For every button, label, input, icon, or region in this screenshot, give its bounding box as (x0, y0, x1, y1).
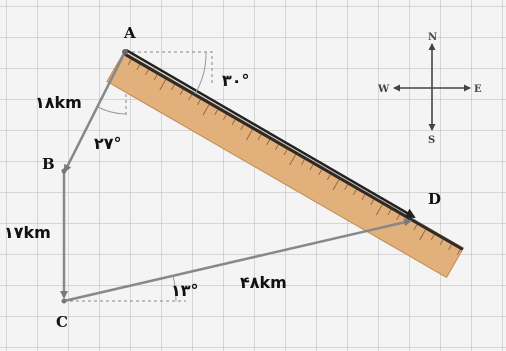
ruler-tick (326, 174, 331, 180)
ruler-tick (188, 94, 193, 100)
ruler-tick (275, 144, 279, 150)
segment-cd (63, 218, 412, 303)
ruler (106, 51, 465, 279)
ruler-tick (387, 209, 392, 215)
ruler-tick (318, 169, 323, 175)
ruler-tick (344, 184, 349, 190)
label-distance-cd: ۴۸km (240, 273, 287, 292)
ruler-tick (202, 104, 210, 116)
ruler-edge (122, 51, 464, 251)
ruler-tick (136, 64, 141, 70)
ruler-tick (419, 229, 426, 241)
ruler-tick (396, 214, 400, 220)
ruler-tick (257, 134, 262, 140)
ruler-tick (430, 234, 435, 240)
ruler-tick (197, 99, 201, 105)
ruler-tick (301, 159, 305, 165)
ruler-tick (179, 89, 184, 95)
ruler-ticks (127, 59, 461, 255)
ruler-tick (283, 149, 288, 155)
label-point-c: C (56, 313, 68, 331)
label-point-d: D (428, 190, 441, 208)
arc-ab-angle (97, 106, 127, 115)
compass-label-east: E (474, 84, 482, 95)
ruler-tick (375, 204, 383, 216)
ruler-tick (439, 239, 444, 245)
ruler-tick (145, 69, 149, 75)
compass-rose: N S E W (377, 32, 482, 146)
ruler-tick (214, 109, 219, 115)
point-a-dot (122, 49, 128, 55)
ruler-tick (361, 194, 366, 200)
ruler-tick (352, 189, 357, 195)
ruler-tick (413, 224, 418, 230)
label-angle-cd: ۱۳° (171, 281, 199, 300)
segment-ab (63, 53, 126, 173)
ruler-tick (240, 124, 245, 130)
ruler-tick (289, 154, 297, 166)
ruler-tick (266, 139, 271, 145)
ruler-tick (456, 249, 461, 255)
ruler-tick (246, 129, 253, 141)
angle-ref-a-horizontal (126, 51, 213, 86)
label-angle-ab: ۲۷° (94, 134, 122, 153)
arc-ruler-angle (194, 51, 207, 95)
label-distance-ab: ۱۸km (35, 93, 82, 112)
ruler-tick (223, 114, 227, 120)
arc-cd-angle (172, 275, 177, 302)
label-angle-ruler: ۳۰° (222, 71, 250, 90)
compass-label-south: S (428, 135, 435, 146)
point-b-dot (61, 168, 67, 174)
point-c-dot (61, 298, 67, 304)
compass-label-west: W (377, 84, 390, 95)
ruler-tick (159, 79, 167, 91)
line-ad (125, 48, 416, 219)
ruler-tick (309, 164, 314, 170)
compass-label-north: N (428, 32, 437, 43)
ruler-tick (370, 199, 374, 205)
ruler-tick (127, 59, 132, 65)
label-point-a: A (123, 24, 136, 42)
ruler-tick (231, 119, 236, 125)
label-point-b: B (42, 155, 55, 173)
ruler-tick (448, 244, 452, 250)
ruler-tick (171, 84, 175, 90)
ruler-tick (332, 179, 340, 191)
label-distance-bc: ۱۷km (4, 223, 51, 242)
ruler-tick (153, 74, 158, 80)
